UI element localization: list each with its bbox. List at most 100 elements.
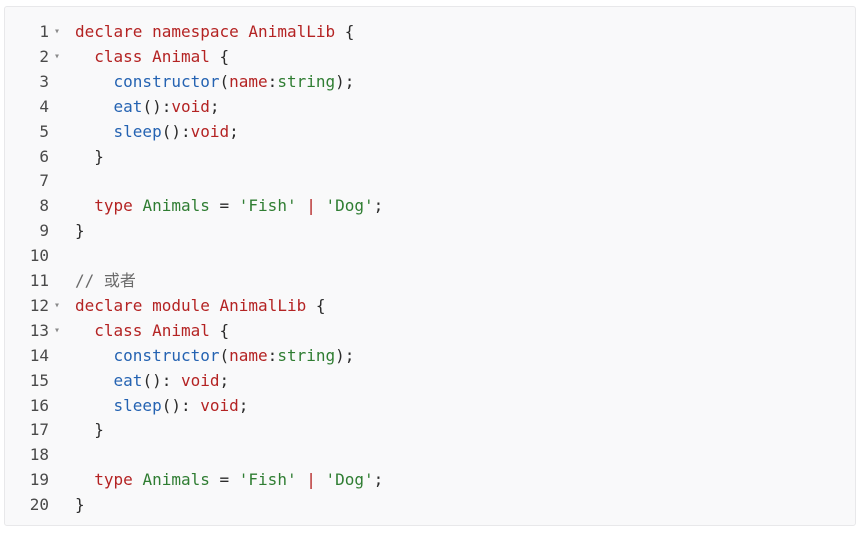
code-line: 10 [5,243,855,268]
code-token: (): [161,395,201,415]
code-token [75,346,114,365]
code-line: 3 constructor(name:string); [5,69,855,94]
code-token: string [277,71,336,91]
code-token [75,97,114,116]
code-token [316,196,326,215]
line-number: 13 [29,320,49,340]
code-token: : [267,71,278,91]
code-token: string [277,345,336,365]
code-token: AnimalLib [248,22,336,41]
code-token: { [209,320,230,340]
code-token: name [229,71,268,91]
code-token: void [171,96,210,116]
line-number: 2 [39,46,49,66]
line-number: 7 [39,171,49,191]
line-number: 14 [29,345,49,365]
line-number: 17 [29,420,49,440]
code-text: sleep(): void; [75,393,249,418]
fold-caret-icon[interactable]: ▾ [54,26,61,37]
code-token: ; [209,96,220,116]
code-token: void [200,395,239,415]
code-token [75,321,94,340]
code-token [75,371,114,390]
code-text: } [75,218,85,243]
code-text: class Animal { [75,44,229,69]
line-number: 10 [29,246,49,266]
code-text: sleep():void; [75,119,239,144]
code-text: class Animal { [75,318,229,343]
code-token [133,196,143,215]
line-number: 20 [29,495,49,515]
line-number: 4 [39,96,49,116]
code-line: 6 } [5,144,855,169]
code-token [316,470,326,489]
code-token: ; [229,121,239,141]
code-text: type Animals = 'Fish' | 'Dog'; [75,193,383,218]
code-token: } [75,420,104,440]
code-line: 17 } [5,417,855,442]
line-number: 3 [39,71,49,91]
code-text: declare namespace AnimalLib { [75,19,354,44]
fold-caret-icon[interactable]: ▾ [54,299,61,311]
line-number: 1 [39,22,49,41]
code-token [297,470,307,489]
code-token: module [152,295,210,315]
code-token: } [75,495,85,515]
code-token: { [335,22,355,41]
code-line: 7 [5,168,855,193]
code-token: = [209,196,239,216]
code-token: Animals [142,196,210,216]
code-token: | [306,196,316,216]
code-token [142,296,152,315]
code-token [142,22,152,41]
code-line: 12▾declare module AnimalLib { [5,293,855,318]
code-token [75,470,94,489]
code-token: ( [219,345,230,365]
code-line: 1 ▾ declare namespace AnimalLib { [5,19,855,44]
line-number: 16 [29,395,49,415]
code-line: 16 sleep(): void; [5,393,855,418]
code-token [133,470,143,489]
code-token: ; [373,196,384,216]
code-token: 'Dog' [325,196,374,216]
code-token: // 或者 [75,271,136,290]
code-token [75,122,114,141]
code-token: eat [113,96,143,116]
line-number: 9 [39,221,49,241]
code-text: type Animals = 'Fish' | 'Dog'; [75,467,383,492]
code-line: 11// 或者 [5,268,855,293]
code-token [75,396,114,415]
code-token: } [75,146,104,166]
code-text: constructor(name:string); [75,69,355,94]
code-token: { [306,295,326,315]
code-text: declare module AnimalLib { [75,293,325,318]
code-token: ; [238,395,249,415]
fold-caret-icon[interactable]: ▾ [54,324,61,336]
code-text: } [75,144,104,169]
code-token: 'Dog' [325,470,374,490]
code-token: ); [335,345,355,365]
line-number: 18 [29,445,49,465]
code-token: ); [335,71,355,91]
line-number: 8 [39,196,49,216]
code-token: { [209,46,230,66]
line-number: 6 [39,146,49,166]
fold-caret-icon[interactable]: ▾ [54,50,61,62]
code-token [297,196,307,215]
code-text: eat():void; [75,94,220,119]
code-token: type [94,196,133,216]
code-line: 15 eat(): void; [5,368,855,393]
code-token: void [190,121,230,141]
code-token: Animals [142,470,210,490]
code-token: | [306,470,316,490]
code-token: (): [161,121,191,141]
code-token: ; [373,470,384,490]
code-token: ( [219,71,230,91]
code-token: class [94,320,143,340]
code-token: sleep [113,121,162,141]
code-line: 2 ▾ class Animal { [5,44,855,69]
line-number: 19 [29,470,49,490]
code-token: (): [142,370,181,390]
code-token: namespace [152,22,239,41]
code-token [75,47,94,66]
